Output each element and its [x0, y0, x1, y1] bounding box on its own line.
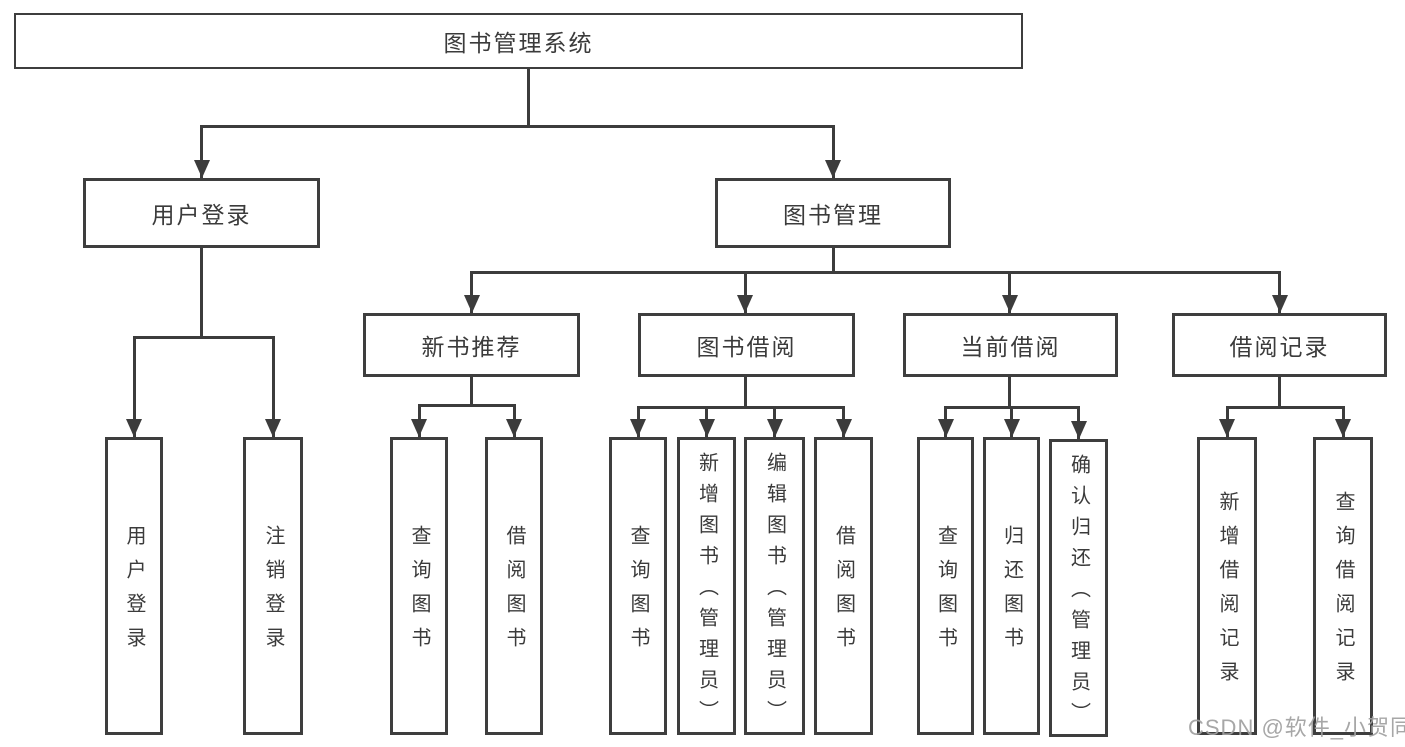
node-new-book-recommend-label: 新书推荐: [421, 334, 522, 360]
node-new-book-recommend: 新书推荐: [363, 313, 580, 377]
connector-line: [1008, 272, 1011, 313]
leaf-add-book-admin: 新增图书（管理员）: [677, 437, 736, 735]
arrowhead-icon: [506, 419, 522, 437]
arrowhead-icon: [1070, 421, 1087, 439]
node-user-login-label: 用户登录: [151, 202, 252, 228]
leaf-user-login-label: 用户登录: [123, 525, 145, 661]
leaf-return-book-label: 归还图书: [1000, 525, 1023, 661]
leaf-borrow-books-recommend: 借阅图书: [485, 437, 543, 735]
leaf-user-login: 用户登录: [105, 437, 163, 735]
connector-line: [200, 124, 835, 128]
connector-line: [200, 126, 203, 178]
connector-line: [132, 337, 136, 437]
arrowhead-icon: [698, 419, 715, 437]
arrowhead-icon: [1003, 419, 1020, 437]
leaf-borrow-books-recommend-label: 借阅图书: [503, 525, 525, 661]
connector-line: [200, 248, 203, 337]
node-current-borrowing-label: 当前借阅: [960, 334, 1061, 360]
connector-line: [470, 272, 473, 313]
connector-line: [1278, 377, 1281, 407]
leaf-query-books-recommend: 查询图书: [390, 437, 448, 735]
node-current-borrowing: 当前借阅: [903, 313, 1118, 377]
leaf-query-borrow-record: 查询借阅记录: [1313, 437, 1373, 735]
leaf-borrow-books-borrowing: 借阅图书: [814, 437, 873, 735]
connector-line: [417, 403, 516, 407]
connector-line: [470, 270, 1281, 274]
connector-line: [271, 337, 275, 437]
connector-line: [1225, 405, 1345, 409]
arrowhead-icon: [1219, 419, 1235, 437]
connector-line: [132, 335, 275, 339]
leaf-logout-label: 注销登录: [262, 525, 284, 661]
connector-line: [944, 405, 1080, 409]
arrowhead-icon: [126, 419, 142, 437]
leaf-return-book: 归还图书: [983, 437, 1040, 735]
arrowhead-icon: [835, 419, 852, 437]
node-user-login: 用户登录: [83, 178, 320, 248]
arrowhead-icon: [937, 419, 954, 437]
arrowhead-icon: [463, 295, 480, 313]
arrowhead-icon: [825, 160, 841, 178]
node-book-borrowing: 图书借阅: [638, 313, 855, 377]
connector-line: [526, 69, 530, 126]
node-book-management-label: 图书管理: [783, 202, 883, 228]
connector-line: [743, 377, 747, 407]
leaf-confirm-return-admin: 确认归还（管理员）: [1049, 439, 1108, 737]
arrowhead-icon: [1335, 419, 1351, 437]
node-root-label: 图书管理系统: [443, 30, 594, 56]
watermark: CSDN @软件_小贺同学: [1188, 715, 1405, 740]
connector-line: [831, 248, 835, 272]
connector-line: [636, 405, 845, 409]
connector-line: [831, 126, 835, 178]
connector-line: [470, 377, 473, 405]
leaf-query-books-recommend-label: 查询图书: [408, 525, 430, 661]
arrowhead-icon: [193, 160, 210, 178]
leaf-add-book-admin-label: 新增图书（管理员）: [695, 452, 718, 731]
leaf-query-books-borrowing: 查询图书: [609, 437, 667, 735]
leaf-edit-book-admin: 编辑图书（管理员）: [744, 437, 805, 735]
arrowhead-icon: [265, 419, 281, 437]
arrowhead-icon: [766, 419, 783, 437]
leaf-add-borrow-record-label: 新增借阅记录: [1216, 491, 1238, 695]
leaf-logout: 注销登录: [243, 437, 303, 735]
leaf-query-borrow-record-label: 查询借阅记录: [1332, 491, 1354, 695]
arrowhead-icon: [737, 295, 753, 313]
leaf-edit-book-admin-label: 编辑图书（管理员）: [763, 452, 786, 731]
arrowhead-icon: [411, 419, 427, 437]
connector-line: [1278, 272, 1281, 313]
connector-line: [1008, 377, 1011, 407]
leaf-query-books-current: 查询图书: [917, 437, 974, 735]
node-root: 图书管理系统: [14, 13, 1023, 69]
leaf-query-books-borrowing-label: 查询图书: [627, 525, 649, 661]
arrowhead-icon: [1001, 295, 1018, 313]
connector-line: [743, 272, 747, 313]
node-borrowing-records-label: 借阅记录: [1229, 334, 1330, 360]
leaf-borrow-books-borrowing-label: 借阅图书: [832, 525, 855, 661]
arrowhead-icon: [1271, 295, 1288, 313]
node-book-management: 图书管理: [715, 178, 951, 248]
leaf-confirm-return-admin-label: 确认归还（管理员）: [1067, 454, 1090, 733]
arrowhead-icon: [630, 419, 646, 437]
leaf-query-books-current-label: 查询图书: [934, 525, 957, 661]
leaf-add-borrow-record: 新增借阅记录: [1197, 437, 1257, 735]
node-borrowing-records: 借阅记录: [1172, 313, 1387, 377]
node-book-borrowing-label: 图书借阅: [696, 334, 797, 360]
